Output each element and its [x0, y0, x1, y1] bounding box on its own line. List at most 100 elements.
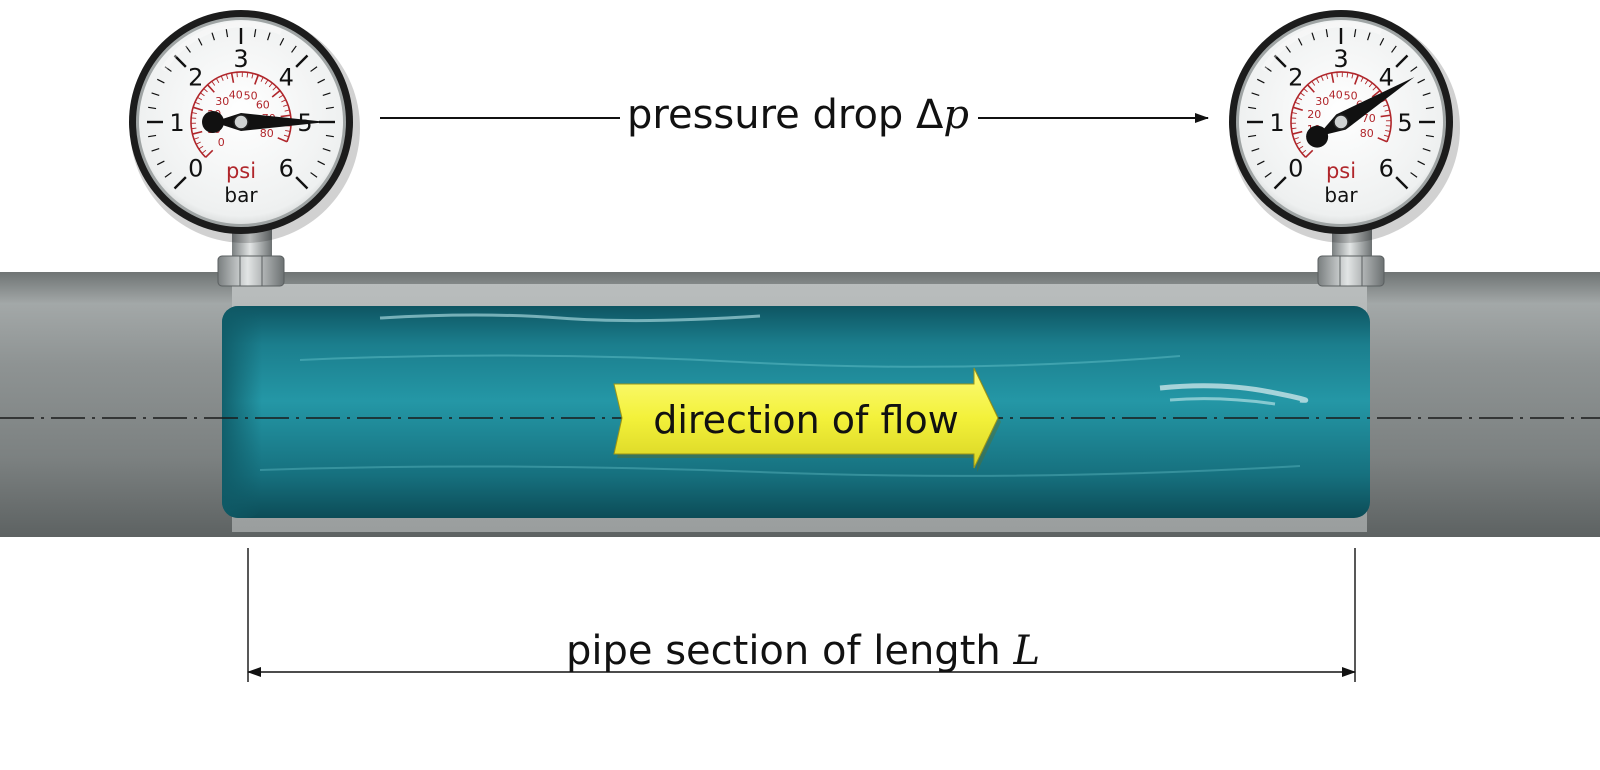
bar-minor-tick	[253, 29, 257, 38]
psi-minor-tick	[191, 112, 197, 114]
bar-minor-tick	[1311, 32, 1315, 41]
bar-minor-tick	[1353, 29, 1357, 38]
psi-scale-label: 50	[244, 90, 258, 103]
bar-minor-tick	[164, 66, 172, 72]
bar-minor-tick	[325, 106, 334, 110]
bar-major-tick	[1395, 176, 1409, 190]
psi-unit-label: psi	[226, 159, 256, 183]
psi-scale-label: 60	[256, 98, 270, 111]
bar-minor-tick	[225, 29, 229, 38]
psi-minor-tick	[1291, 112, 1297, 114]
bar-minor-tick	[1325, 29, 1329, 38]
bar-minor-tick	[148, 134, 157, 138]
psi-minor-tick	[285, 130, 291, 132]
bar-scale-label: 6	[1379, 154, 1394, 182]
bar-scale-label: 0	[188, 154, 203, 182]
psi-minor-tick	[283, 104, 289, 107]
psi-minor-tick	[216, 78, 220, 84]
psi-major-tick	[271, 90, 281, 98]
psi-major-tick	[1292, 106, 1303, 112]
bar-major-tick	[295, 54, 309, 68]
bar-scale-label: 1	[1269, 109, 1284, 137]
bar-unit-label: bar	[224, 183, 258, 207]
psi-minor-tick	[1351, 73, 1354, 79]
pressure-gauge-inlet: 012345601020304050607080psibar	[129, 10, 360, 243]
bar-scale-label: 3	[233, 45, 248, 73]
bar-minor-tick	[151, 92, 160, 96]
psi-major-tick	[1292, 130, 1303, 135]
bar-minor-tick	[1425, 106, 1434, 110]
psi-minor-tick	[201, 149, 207, 154]
psi-minor-tick	[1298, 145, 1304, 150]
bar-minor-tick	[211, 32, 215, 41]
bar-minor-tick	[1422, 92, 1431, 96]
psi-minor-tick	[1372, 86, 1377, 91]
glass-highlight	[160, 21, 283, 72]
psi-minor-tick	[198, 145, 204, 150]
psi-minor-tick	[225, 74, 229, 80]
bar-minor-tick	[1367, 32, 1371, 41]
bar-minor-tick	[279, 37, 285, 46]
needle-counterweight	[202, 111, 224, 133]
psi-minor-tick	[278, 94, 284, 99]
psi-minor-tick	[194, 101, 200, 105]
bar-minor-tick	[164, 172, 172, 178]
bar-minor-tick	[1417, 160, 1426, 166]
bar-minor-tick	[291, 45, 297, 53]
psi-minor-tick	[1296, 141, 1301, 145]
psi-major-tick	[1307, 84, 1315, 93]
psi-minor-tick	[1383, 104, 1389, 107]
psi-minor-tick	[196, 141, 201, 145]
psi-minor-tick	[264, 79, 269, 85]
bar-minor-tick	[1410, 172, 1418, 178]
psi-major-tick	[192, 130, 203, 135]
psi-minor-tick	[251, 73, 254, 79]
psi-minor-tick	[260, 77, 264, 82]
psi-minor-tick	[246, 72, 249, 78]
psi-minor-tick	[1360, 77, 1364, 82]
bar-major-tick	[1273, 176, 1287, 190]
bar-minor-tick	[317, 78, 326, 84]
bar-unit-label: bar	[1324, 183, 1358, 207]
bar-scale-label: 4	[279, 64, 294, 92]
psi-minor-tick	[1346, 72, 1349, 78]
psi-minor-tick	[281, 99, 286, 103]
psi-minor-tick	[1320, 75, 1324, 81]
bar-minor-tick	[1256, 78, 1265, 84]
psi-minor-tick	[1383, 134, 1389, 138]
psi-minor-tick	[1303, 88, 1308, 93]
psi-scale-label: 50	[1344, 90, 1358, 103]
psi-minor-tick	[200, 92, 205, 97]
needle-counterweight	[1306, 125, 1329, 148]
bar-minor-tick	[322, 148, 331, 152]
bar-scale-label: 4	[1379, 64, 1394, 92]
bar-minor-tick	[310, 172, 318, 178]
psi-major-tick	[254, 74, 259, 85]
psi-minor-tick	[191, 127, 197, 130]
psi-minor-tick	[220, 75, 224, 81]
psi-major-tick	[205, 149, 214, 158]
psi-minor-tick	[203, 88, 208, 93]
bar-minor-tick	[1251, 148, 1260, 152]
psi-scale-label: 0	[218, 136, 225, 149]
bar-minor-tick	[1264, 66, 1272, 72]
bar-minor-tick	[151, 148, 160, 152]
psi-scale-label: 30	[215, 95, 229, 108]
bar-minor-tick	[1417, 78, 1426, 84]
psi-major-tick	[230, 72, 235, 83]
needle-pivot	[1333, 114, 1349, 130]
psi-minor-tick	[1384, 109, 1390, 112]
psi-minor-tick	[197, 97, 203, 101]
bar-major-tick	[295, 176, 309, 190]
bar-minor-tick	[1251, 92, 1260, 96]
psi-major-tick	[1371, 90, 1381, 98]
bar-scale-label: 5	[1397, 109, 1412, 137]
bar-minor-tick	[148, 106, 157, 110]
bar-minor-tick	[197, 37, 203, 46]
length-label: pipe section of length L	[566, 628, 1040, 674]
psi-minor-tick	[284, 109, 290, 112]
psi-minor-tick	[268, 82, 273, 88]
bar-minor-tick	[1297, 37, 1303, 46]
psi-major-tick	[1377, 137, 1388, 143]
